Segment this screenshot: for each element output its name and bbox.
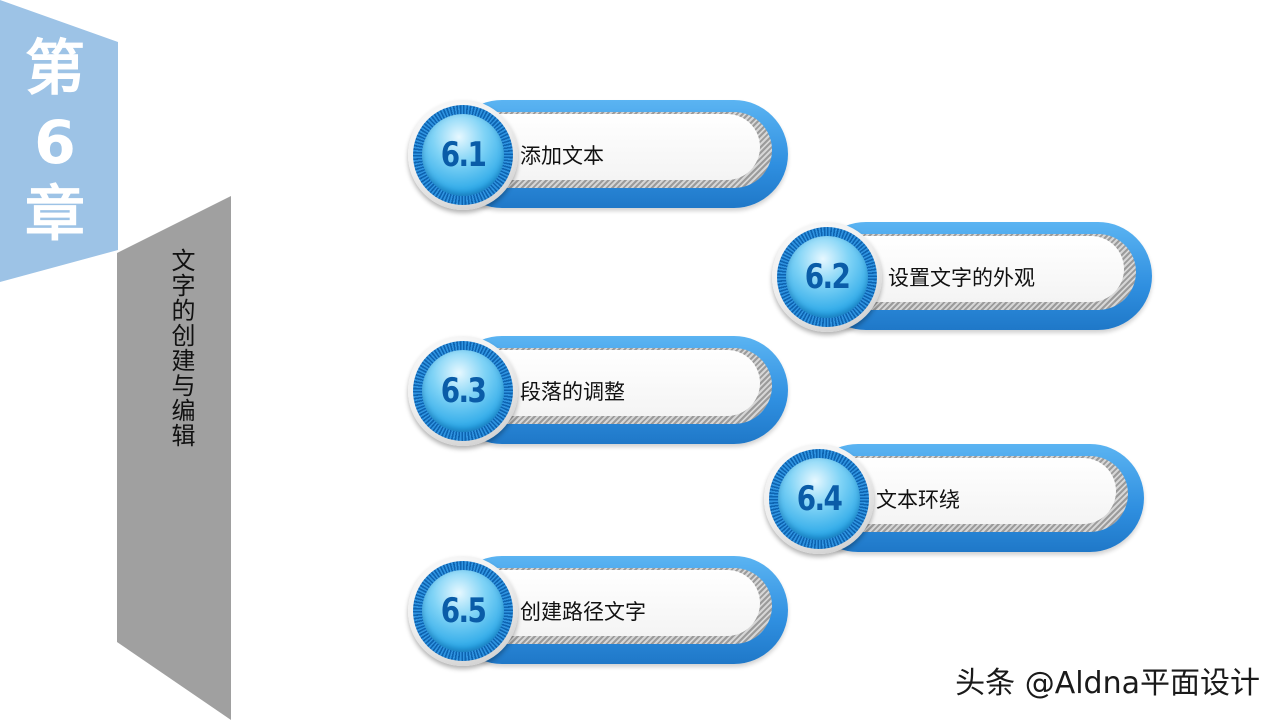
section-panel (117, 196, 231, 720)
toc-item-number: 6.4 (796, 479, 843, 519)
toc-item-6-5[interactable]: 创建路径文字 6.5 (408, 554, 788, 670)
watermark: 头条 @Aldna平面设计 (955, 666, 1260, 701)
toc-item-number: 6.1 (440, 135, 487, 175)
section-title: 文字的创建与编辑 (167, 248, 195, 448)
toc-item-number: 6.2 (804, 257, 851, 297)
chapter-char-zhang: 章 (25, 180, 85, 250)
toc-item-label: 设置文字的外观 (888, 266, 1035, 290)
toc-item-label: 文本环绕 (876, 488, 960, 512)
number-badge: 6.5 (408, 556, 518, 666)
number-badge: 6.2 (772, 222, 882, 332)
chapter-banner: 第 6 章 (0, 0, 118, 282)
toc-item-label: 创建路径文字 (520, 600, 646, 624)
toc-item-number: 6.5 (440, 591, 487, 631)
toc-item-6-3[interactable]: 段落的调整 6.3 (408, 334, 788, 450)
toc-item-6-1[interactable]: 添加文本 6.1 (408, 98, 788, 214)
toc-item-number: 6.3 (440, 371, 487, 411)
toc-item-label: 添加文本 (520, 144, 604, 168)
number-badge: 6.3 (408, 336, 518, 446)
number-badge: 6.4 (764, 444, 874, 554)
toc-item-6-4[interactable]: 文本环绕 6.4 (764, 442, 1144, 558)
chapter-number: 6 (34, 108, 76, 178)
toc-item-6-2[interactable]: 设置文字的外观 6.2 (772, 220, 1152, 336)
chapter-char-di: 第 (25, 34, 85, 104)
number-badge: 6.1 (408, 100, 518, 210)
toc-item-label: 段落的调整 (520, 380, 625, 404)
